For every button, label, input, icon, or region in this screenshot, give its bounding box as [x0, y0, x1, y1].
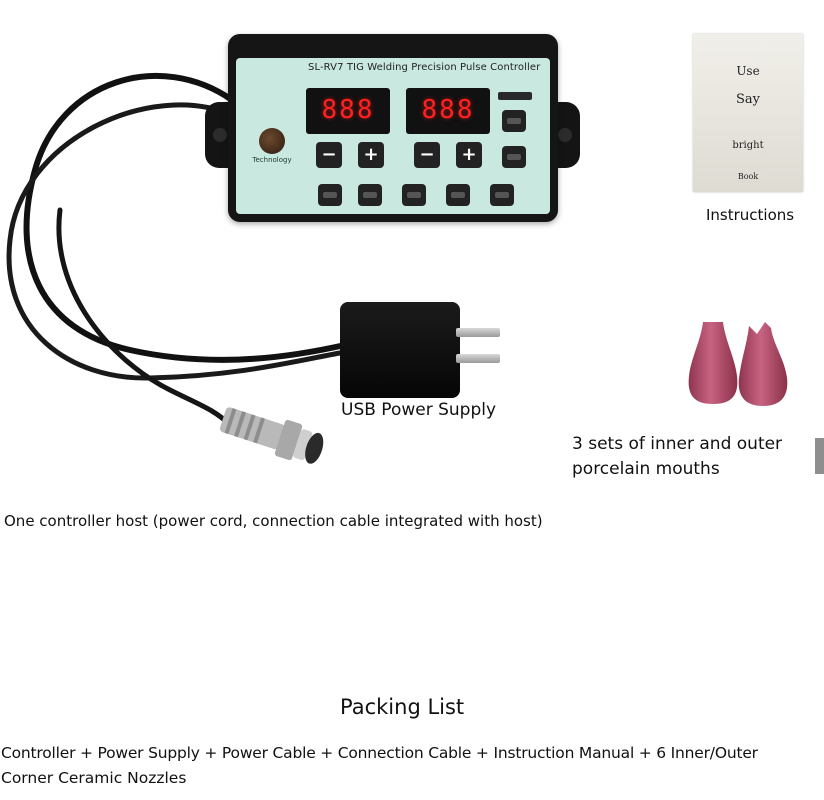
function-key-4	[446, 184, 470, 206]
logo-text: Technology	[252, 156, 292, 164]
function-key-2	[358, 184, 382, 206]
function-key-1	[318, 184, 342, 206]
left-plus-key: +	[358, 142, 384, 168]
function-key-5	[490, 184, 514, 206]
display-right-digits: 888	[421, 95, 475, 125]
logo-mark-icon	[259, 128, 285, 154]
ceramic-nozzles	[688, 322, 788, 406]
adapter-prong-bottom	[456, 354, 500, 363]
power-cable	[6, 73, 348, 428]
edge-strip	[815, 438, 824, 474]
controller-case: SL-RV7 TIG Welding Precision Pulse Contr…	[228, 34, 558, 222]
usb-power-supply	[340, 300, 510, 400]
packing-list-line2: Corner Ceramic Nozzles	[1, 769, 187, 787]
right-minus-key: −	[414, 142, 440, 168]
instruction-booklet: Use Say bright Book	[693, 34, 803, 192]
controller-panel: SL-RV7 TIG Welding Precision Pulse Contr…	[236, 58, 550, 214]
nozzles-label-line2: porcelain mouths	[572, 459, 720, 479]
function-key-3	[402, 184, 426, 206]
mode-key	[502, 110, 526, 132]
booklet-line-1: Use	[736, 64, 760, 78]
booklet-line-3: bright	[732, 140, 764, 151]
instructions-label: Instructions	[706, 206, 795, 224]
nozzles-label-line1: 3 sets of inner and outer	[572, 434, 783, 454]
indicator-label	[498, 92, 532, 100]
controller-host: SL-RV7 TIG Welding Precision Pulse Contr…	[205, 30, 580, 225]
display-right: 888	[406, 88, 490, 134]
usb-power-supply-label: USB Power Supply	[341, 400, 497, 420]
display-left: 888	[306, 88, 390, 134]
packing-list-title: Packing List	[340, 695, 465, 719]
controller-host-label: One controller host (power cord, connect…	[4, 512, 543, 530]
left-minus-key: −	[316, 142, 342, 168]
booklet-line-2: Say	[735, 92, 760, 107]
adapter-prong-top	[456, 328, 500, 337]
adapter-body	[340, 302, 460, 398]
display-left-digits: 888	[321, 95, 375, 125]
packing-list-line1: Controller + Power Supply + Power Cable …	[1, 744, 758, 762]
brand-logo: Technology	[250, 128, 294, 164]
right-plus-key: +	[456, 142, 482, 168]
booklet-line-4: Book	[737, 172, 759, 181]
set-key	[502, 146, 526, 168]
aviation-connector	[219, 407, 324, 464]
controller-model-text: SL-RV7 TIG Welding Precision Pulse Contr…	[308, 62, 541, 73]
